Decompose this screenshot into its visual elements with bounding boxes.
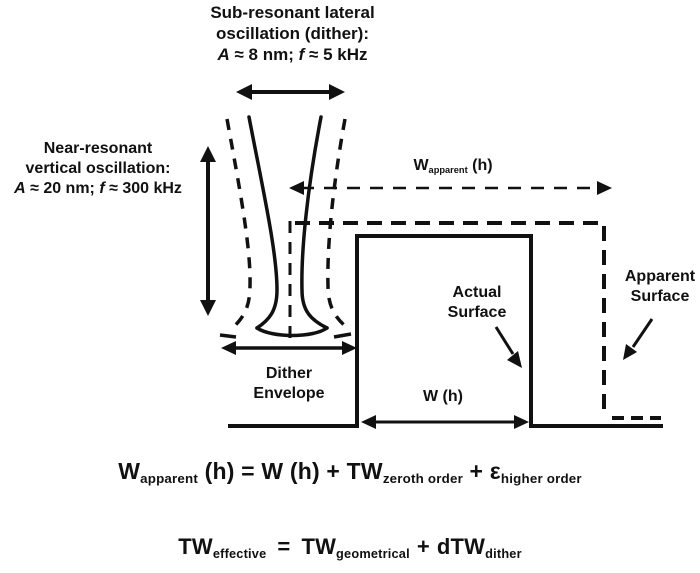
actual-surface-pointer-arrow: [494, 326, 522, 368]
actual-surface-label: Actual Surface: [447, 284, 507, 321]
w-apparent-label: Wapparent (h): [413, 157, 493, 175]
vertical-oscillation-arrow: [200, 146, 216, 316]
vertical-annotation-params: A ≈ 20 nm; f ≈ 300 kHz: [14, 179, 182, 197]
equation-tw-effective: TWeffective=TWgeometrical+dTWdither: [178, 534, 522, 561]
dither-amplitude-arrow: [236, 84, 345, 100]
vertical-oscillation-annotation: Near-resonant vertical oscillation: A ≈ …: [0, 139, 196, 198]
dither-annotation-line1: Sub-resonant lateral: [210, 3, 375, 22]
dither-envelope-width-arrow: [221, 341, 357, 355]
dither-envelope-outline: [219, 118, 352, 339]
dither-annotation: Sub-resonant lateral oscillation (dither…: [155, 2, 430, 65]
actual-surface-profile: [228, 234, 663, 428]
apparent-surface-pointer-arrow: [623, 318, 654, 360]
dither-annotation-line2: oscillation (dither):: [216, 24, 369, 44]
tip-solid-outline: [247, 115, 329, 338]
equation-w-apparent: Wapparent (h) = W (h) + TWzeroth order +…: [118, 458, 582, 486]
w-h-label: W (h): [423, 388, 463, 405]
w-h-width-arrow: [361, 415, 529, 429]
dither-annotation-params: A ≈ 8 nm; f ≈ 5 kHz: [217, 45, 368, 65]
apparent-surface-profile: [295, 221, 661, 420]
vertical-annotation-line1: Near-resonant: [43, 140, 153, 157]
vertical-annotation-line2: vertical oscillation:: [25, 159, 171, 177]
w-apparent-measure-arrow: [289, 181, 612, 195]
apparent-surface-label: Apparent Surface: [624, 268, 696, 305]
dither-envelope-label: Dither Envelope: [253, 365, 325, 402]
